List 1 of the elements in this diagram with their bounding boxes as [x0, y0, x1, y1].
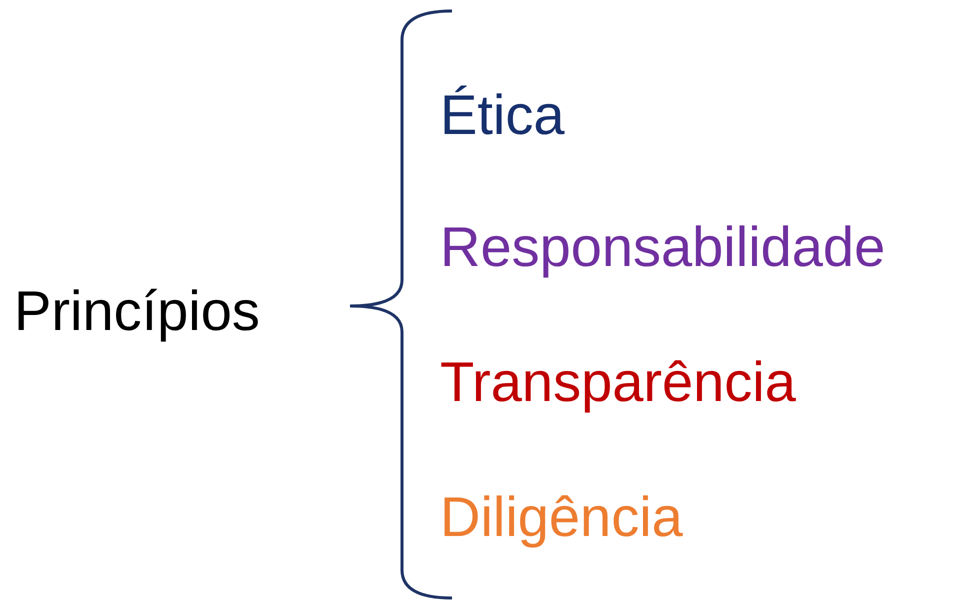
item-label: Ética: [440, 87, 564, 143]
